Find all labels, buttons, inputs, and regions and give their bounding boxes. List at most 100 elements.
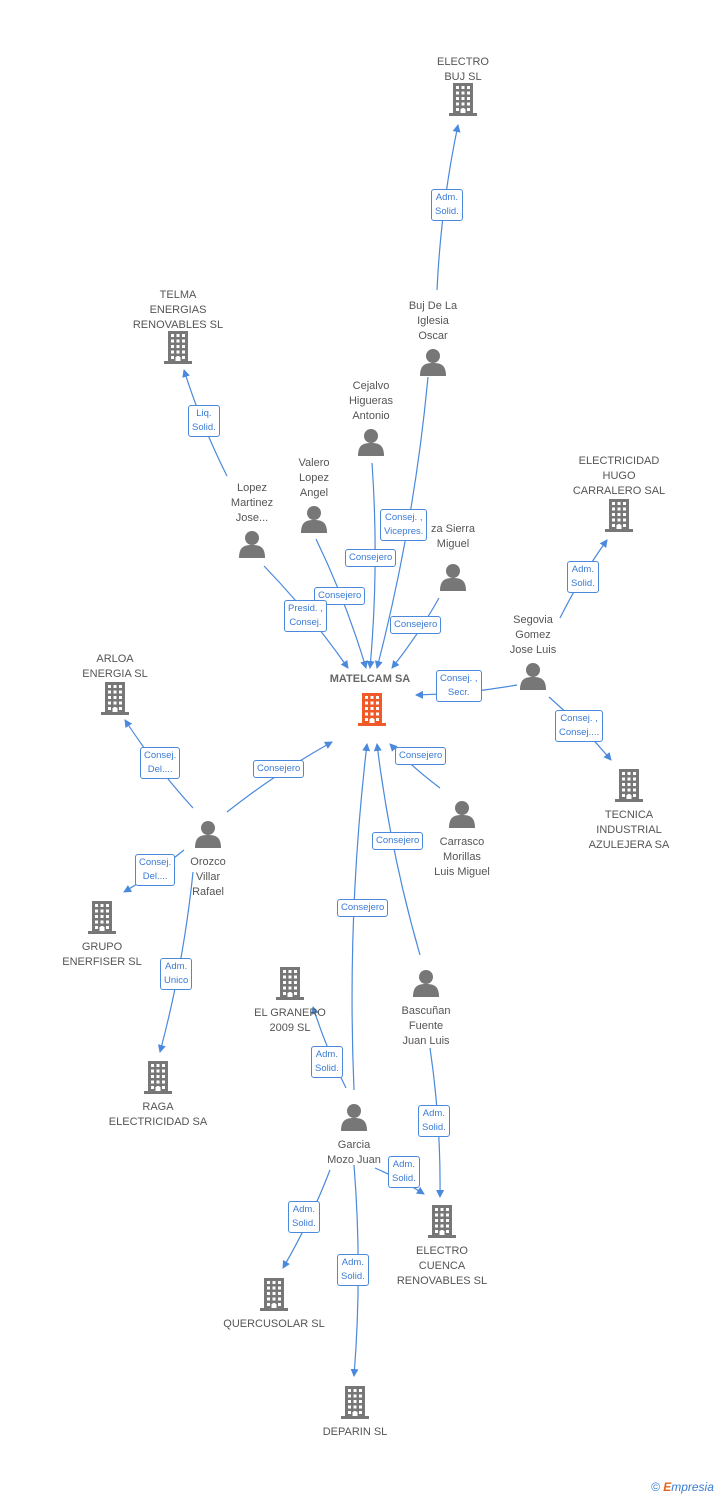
- label-line: Carrasco: [439, 836, 485, 848]
- relation-label[interactable]: Liq.Solid.: [188, 405, 220, 437]
- label-line: HUGO: [602, 470, 636, 482]
- relation-label[interactable]: Consejero: [337, 899, 389, 917]
- relation-label-line: Consejero: [257, 763, 301, 774]
- center-company-icon[interactable]: [358, 693, 386, 726]
- company-building-icon[interactable]: [101, 682, 129, 715]
- label-line: ELECTRICIDAD: [578, 455, 660, 467]
- empresia-watermark: © Empresia: [651, 1480, 714, 1494]
- person-icon[interactable]: [420, 349, 446, 376]
- label-line: Gomez: [515, 629, 551, 641]
- node-label-deparin: DEPARIN SL: [323, 1425, 388, 1440]
- person-icon[interactable]: [413, 970, 439, 997]
- relation-label-line: Solid.: [422, 1122, 446, 1133]
- relation-label-line: Consej. ,: [440, 673, 478, 684]
- company-building-icon[interactable]: [144, 1061, 172, 1094]
- label-line: ENERGIAS: [149, 304, 207, 316]
- person-icon[interactable]: [195, 821, 221, 848]
- label-line: Segovia: [513, 614, 553, 626]
- relation-label[interactable]: Adm.Unico: [160, 958, 193, 990]
- relation-label[interactable]: Consejero: [390, 616, 442, 634]
- label-line: RENOVABLES SL: [396, 1275, 488, 1287]
- relation-label[interactable]: Adm.Solid.: [431, 189, 463, 221]
- company-building-icon[interactable]: [88, 901, 116, 934]
- relation-label-line: Adm.: [341, 1257, 364, 1268]
- company-building-icon[interactable]: [428, 1205, 456, 1238]
- person-icon[interactable]: [449, 801, 475, 828]
- relation-label[interactable]: Adm.Solid.: [418, 1105, 450, 1137]
- person-icon[interactable]: [440, 564, 466, 591]
- relation-label[interactable]: Consej. ,Secr.: [436, 670, 482, 702]
- relation-label[interactable]: Adm.Solid.: [388, 1156, 420, 1188]
- person-icon[interactable]: [301, 506, 327, 533]
- label-line: Angel: [299, 487, 329, 499]
- relation-label-line: Consejero: [341, 902, 385, 913]
- person-icon[interactable]: [239, 531, 265, 558]
- person-icon[interactable]: [358, 429, 384, 456]
- label-line: GRUPO: [81, 941, 123, 953]
- relation-label[interactable]: Consejero: [253, 760, 305, 778]
- relation-label[interactable]: Consej. ,Consej....: [555, 710, 604, 742]
- edge-line: [389, 743, 441, 789]
- node-layer: [88, 83, 643, 1419]
- relation-label[interactable]: Consejero: [345, 549, 397, 567]
- relation-label-line: Del....: [142, 871, 168, 882]
- person-icon[interactable]: [520, 663, 546, 690]
- label-line: Rafael: [192, 886, 224, 898]
- label-line: Miguel: [436, 538, 470, 550]
- company-building-icon[interactable]: [276, 967, 304, 1000]
- label-line: Cejalvo: [352, 380, 390, 392]
- label-line: Jose Luis: [509, 644, 557, 656]
- relation-label[interactable]: Consejero: [372, 832, 424, 850]
- label-line: Juan Luis: [402, 1035, 450, 1047]
- relation-label-line: Consejero: [349, 552, 393, 563]
- label-line: Iglesia: [417, 315, 449, 327]
- relation-label-line: Consej.: [139, 857, 172, 868]
- relation-label[interactable]: Adm.Solid.: [337, 1254, 369, 1286]
- label-line: ELECTRO: [437, 56, 489, 68]
- company-building-icon[interactable]: [164, 331, 192, 364]
- label-line: ENERGIA SL: [82, 668, 148, 680]
- label-line: Mozo Juan: [327, 1154, 381, 1166]
- company-building-icon[interactable]: [449, 83, 477, 116]
- relation-label[interactable]: Presid. ,Consej.: [284, 600, 327, 632]
- company-building-icon[interactable]: [260, 1278, 288, 1311]
- relation-label[interactable]: Consej. ,Vicepres.: [380, 509, 428, 541]
- label-line: Villar: [195, 871, 221, 883]
- relation-label-line: Adm.: [292, 1204, 315, 1215]
- label-line: Morillas: [443, 851, 481, 863]
- node-label-quercusolar: QUERCUSOLAR SL: [223, 1317, 324, 1332]
- label-line: ELECTRICIDAD SA: [108, 1116, 208, 1128]
- relation-label[interactable]: Consej.Del....: [140, 747, 181, 779]
- brand-initial: E: [663, 1480, 672, 1494]
- relation-label-line: Liq.: [196, 408, 212, 419]
- relation-label[interactable]: Adm.Solid.: [288, 1201, 320, 1233]
- company-building-icon[interactable]: [615, 769, 643, 802]
- relation-label[interactable]: Adm.Solid.: [567, 561, 599, 593]
- relation-label-line: Vicepres.: [384, 526, 424, 537]
- relation-label-line: Adm.: [392, 1159, 415, 1170]
- relation-label-line: Consejero: [394, 619, 438, 630]
- relation-label-line: Consejero: [399, 750, 443, 761]
- relation-label-line: Solid.: [315, 1063, 339, 1074]
- company-building-icon[interactable]: [341, 1386, 369, 1419]
- relation-label[interactable]: Consejero: [395, 747, 447, 765]
- person-icon[interactable]: [341, 1104, 367, 1131]
- relation-label[interactable]: Consejero: [314, 587, 366, 605]
- relation-label[interactable]: Consej. Del....: [135, 854, 176, 886]
- edge-line: [373, 743, 421, 956]
- relation-label-line: Solid.: [571, 578, 595, 589]
- company-building-icon[interactable]: [605, 499, 633, 532]
- label-line: 2009 SL: [269, 1022, 311, 1034]
- relation-label[interactable]: Adm.Solid.: [311, 1046, 343, 1078]
